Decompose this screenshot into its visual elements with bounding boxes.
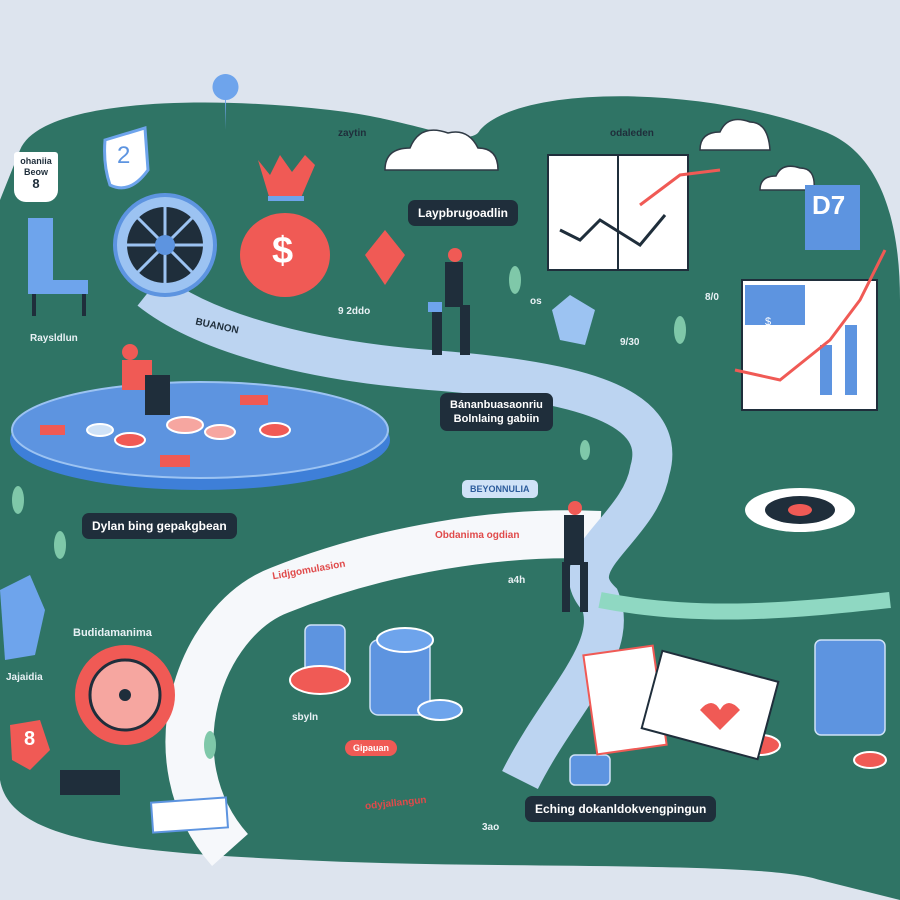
callout-line: Bánanbuasaonriu: [450, 399, 543, 411]
chair-icon: [28, 218, 88, 316]
badge-line: Beow: [23, 167, 48, 177]
path-label: Obdanima ogdian: [435, 530, 520, 541]
doc-label: D7: [812, 190, 846, 220]
small-text: Budidamanima: [73, 627, 152, 639]
small-text: 9 2ddo: [338, 306, 371, 317]
walking-person: [562, 501, 588, 612]
gem-icon: [552, 295, 595, 345]
small-text: 3ao: [482, 822, 500, 833]
box-icon: [60, 770, 120, 795]
plant-icon: [12, 266, 686, 759]
small-text: sbyln: [292, 712, 319, 723]
callout-label: Laypbrugoadlin: [408, 200, 518, 226]
shield-icon: [103, 126, 150, 190]
octagon-icon: [10, 720, 50, 770]
growth-chart-icon: [734, 249, 887, 411]
map-pin-icon: [212, 74, 239, 130]
seated-person: [122, 344, 170, 415]
small-text: Jajaidia: [6, 672, 43, 683]
callout-line: Bolnlaing gabiin: [453, 413, 540, 425]
callout-label: Dylan bing gepakgbean: [82, 513, 237, 539]
roulette-wheel-icon: [75, 645, 175, 745]
money-bag-icon: [240, 155, 330, 297]
open-book-icon: [547, 154, 721, 271]
number-badge: ohaniia Beow 8: [14, 152, 58, 202]
badge-line: ohaniia: [20, 156, 52, 166]
dollar-icon: $: [272, 230, 294, 272]
white-path: [165, 510, 602, 866]
path-label: Raysldlun: [30, 333, 78, 344]
tag-pill: BEYONNULIA: [462, 480, 538, 498]
small-text: 9/30: [620, 337, 640, 348]
chart-symbol: $: [765, 316, 772, 328]
octagon-number: 8: [24, 728, 36, 750]
document-icon: [805, 185, 860, 250]
small-text: 8/0: [705, 292, 719, 303]
top-label: zaytin: [338, 128, 367, 139]
shield-number: 2: [117, 142, 131, 169]
small-text: os: [530, 296, 542, 307]
callout-label: Eching dokanldokvengpingun: [525, 796, 717, 822]
tag-pill: Gipauan: [345, 740, 398, 756]
wheel-of-fortune: [113, 193, 217, 297]
chip-stack: [304, 624, 886, 786]
small-text: a4h: [508, 575, 526, 586]
playing-cards: [582, 644, 780, 761]
chips: [86, 416, 291, 448]
crystal-icon: [0, 575, 45, 660]
top-label: odaleden: [610, 128, 654, 139]
diamond-icon: [365, 230, 405, 285]
callout-label: Bánanbuasaonriu Bolnlaing gabiin: [440, 393, 553, 431]
cash-icon: [149, 796, 230, 834]
blue-path: [137, 274, 673, 790]
target-icon: [745, 488, 855, 532]
cloud-icon: [384, 118, 815, 191]
badge-number: 8: [32, 176, 40, 191]
walking-person: [428, 248, 470, 355]
